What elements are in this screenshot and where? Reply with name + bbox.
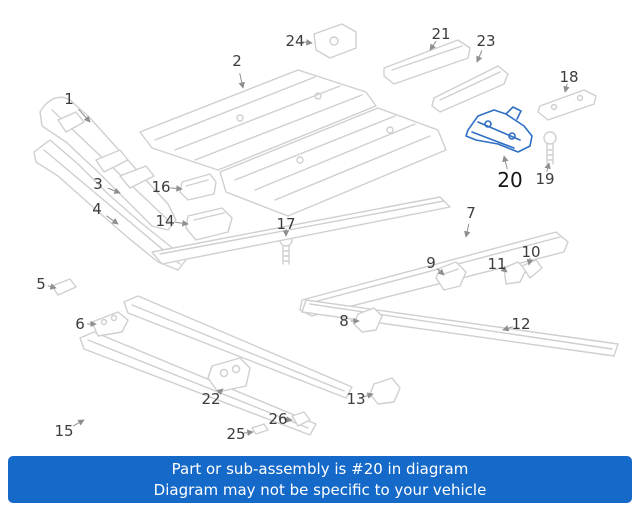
part-outlines	[33, 23, 619, 436]
left-rail-assembly	[33, 96, 187, 271]
notice-banner: Part or sub-assembly is #20 in diagram D…	[8, 456, 632, 503]
banner-line1: Part or sub-assembly is #20 in diagram	[171, 460, 469, 478]
small-brackets	[51, 259, 543, 435]
highlighted-part-20	[465, 106, 533, 153]
cross-members	[151, 173, 569, 317]
banner-line2: Diagram may not be specific to your vehi…	[153, 481, 487, 499]
floor-panels	[139, 69, 447, 217]
leader-lines	[47, 39, 570, 436]
upper-brackets	[313, 23, 597, 121]
sill-panels	[79, 295, 619, 436]
